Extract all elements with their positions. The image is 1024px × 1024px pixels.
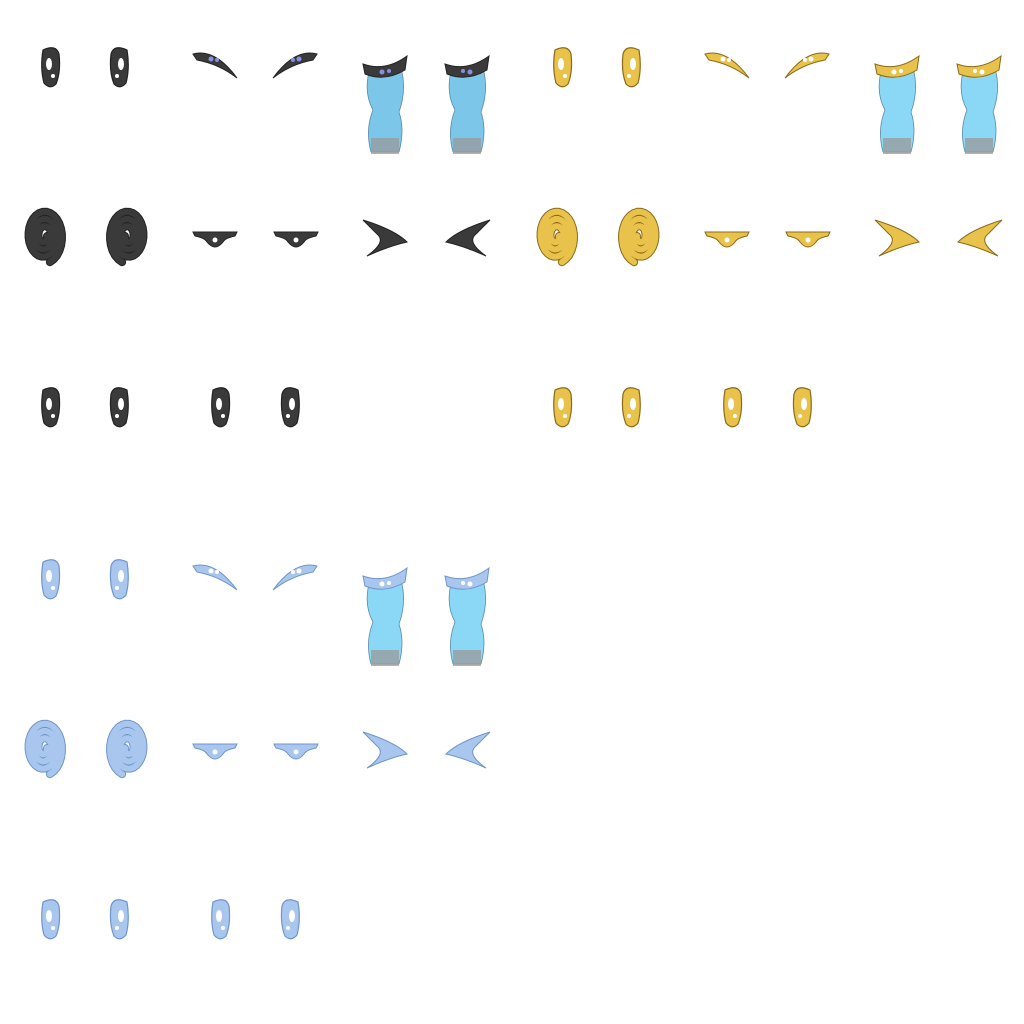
crying-right-eye-icon	[956, 54, 1002, 154]
half-lid-right-eye-icon	[273, 743, 319, 760]
blue-eye-set	[24, 559, 491, 940]
closed-arc-left-eye-icon	[704, 52, 750, 79]
open-right-eye-icon	[109, 47, 129, 88]
spiral-left-eye-icon	[536, 207, 578, 267]
half-lid-left-eye-icon	[704, 231, 750, 248]
half-lid-right-eye-icon	[785, 231, 831, 248]
closed-arc-right-eye-icon	[272, 52, 318, 79]
open-right-eye-icon	[280, 387, 300, 428]
half-lid-right-eye-icon	[273, 231, 319, 248]
closed-arc-right-eye-icon	[272, 564, 318, 591]
squint-left-eye-icon	[362, 219, 408, 257]
open-left-eye-icon	[553, 47, 573, 88]
squint-right-eye-icon	[445, 731, 491, 769]
open-left-eye-icon	[723, 387, 743, 428]
squint-right-eye-icon	[445, 219, 491, 257]
open-right-eye-icon	[109, 899, 129, 940]
open-right-eye-icon	[109, 559, 129, 600]
gold-eye-set	[536, 47, 1003, 428]
crying-right-eye-icon	[444, 54, 490, 154]
open-right-eye-icon	[280, 899, 300, 940]
open-left-eye-icon	[553, 387, 573, 428]
open-right-eye-icon	[792, 387, 812, 428]
crying-left-eye-icon	[362, 54, 408, 154]
open-left-eye-icon	[41, 387, 61, 428]
spiral-right-eye-icon	[618, 207, 660, 267]
closed-arc-left-eye-icon	[192, 564, 238, 591]
open-left-eye-icon	[41, 899, 61, 940]
crying-left-eye-icon	[362, 566, 408, 666]
open-left-eye-icon	[211, 387, 231, 428]
open-left-eye-icon	[211, 899, 231, 940]
closed-arc-left-eye-icon	[192, 52, 238, 79]
crying-right-eye-icon	[444, 566, 490, 666]
half-lid-left-eye-icon	[192, 743, 238, 760]
half-lid-left-eye-icon	[192, 231, 238, 248]
crying-left-eye-icon	[874, 54, 920, 154]
spiral-right-eye-icon	[106, 207, 148, 267]
open-right-eye-icon	[621, 387, 641, 428]
squint-left-eye-icon	[874, 219, 920, 257]
open-right-eye-icon	[621, 47, 641, 88]
squint-right-eye-icon	[957, 219, 1003, 257]
open-left-eye-icon	[41, 47, 61, 88]
closed-arc-right-eye-icon	[784, 52, 830, 79]
squint-left-eye-icon	[362, 731, 408, 769]
open-left-eye-icon	[41, 559, 61, 600]
dark-eye-set	[24, 47, 491, 428]
spiral-left-eye-icon	[24, 207, 66, 267]
spiral-left-eye-icon	[24, 719, 66, 779]
open-right-eye-icon	[109, 387, 129, 428]
spiral-right-eye-icon	[106, 719, 148, 779]
